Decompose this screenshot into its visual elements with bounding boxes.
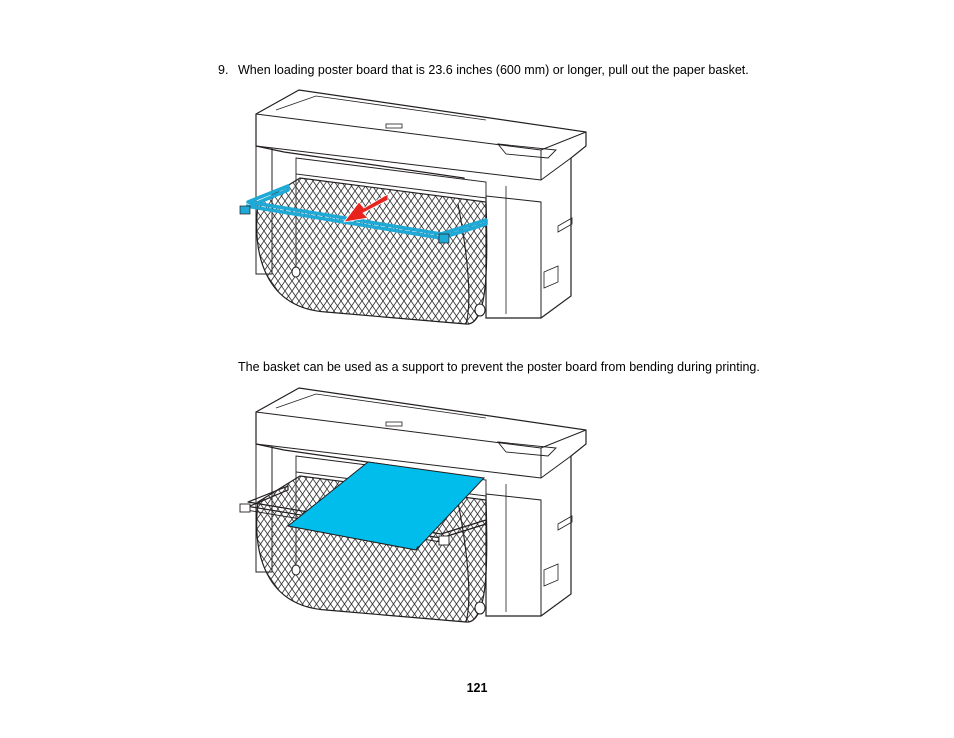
- step-text: When loading poster board that is 23.6 i…: [238, 63, 749, 77]
- page-number: 121: [466, 681, 488, 695]
- poster-board-support-illustration: [236, 384, 592, 628]
- step-number: 9.: [218, 63, 229, 77]
- printer-basket-pull-illustration: [236, 86, 592, 330]
- basket-support-note: The basket can be used as a support to p…: [238, 360, 760, 374]
